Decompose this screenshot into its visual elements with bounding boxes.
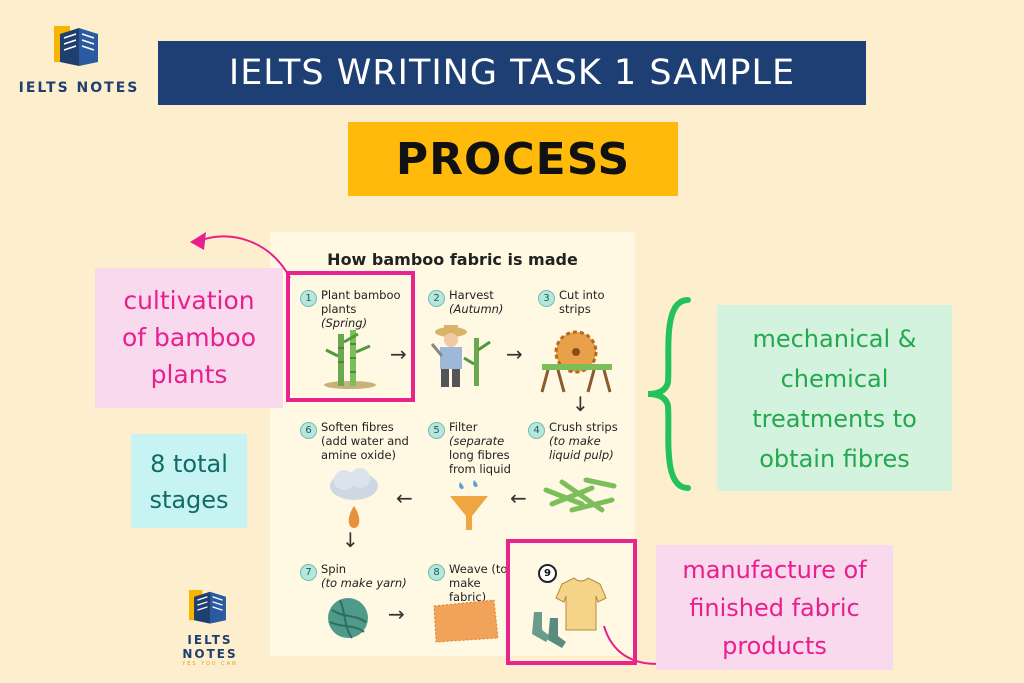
arrow-3-4: ↓: [572, 392, 589, 416]
book-logo-icon: [54, 26, 98, 66]
green-brace: [647, 297, 691, 491]
step-8-label: Weave (to make fabric): [449, 562, 508, 604]
step-7-number: 7: [300, 564, 317, 581]
arrow-6-7: ↓: [342, 528, 359, 552]
crushed-strips-icon: [543, 477, 617, 513]
bamboo-plant-icon: [324, 330, 376, 389]
step-5-number: 5: [428, 422, 445, 439]
highlight-frame-step-9: [506, 539, 637, 665]
annotation-manufacture: manufacture of finished fabric products: [656, 545, 893, 670]
arrow-1-2: →: [390, 342, 407, 366]
arrow-4-5: ←: [510, 486, 527, 510]
fabric-sheet-icon: [433, 599, 499, 643]
brand-tagline: YES YOU CAN: [182, 661, 238, 667]
funnel-filter-icon: [450, 480, 488, 530]
brand-name-bottom: IELTS NOTES: [182, 633, 238, 661]
step-8-number: 8: [428, 564, 445, 581]
book-logo-icon: [189, 590, 226, 624]
step-9-number: 9: [538, 564, 557, 583]
step-1-number: 1: [300, 290, 317, 307]
annotation-cultivation: cultivation of bamboo plants: [95, 268, 283, 408]
yarn-ball-icon: [328, 598, 368, 639]
arrow-7-8: →: [388, 602, 405, 626]
step-4-label: Crush strips(to make liquid pulp): [549, 420, 618, 462]
step-7-label: Spin(to make yarn): [321, 562, 407, 590]
step-2-label: Harvest(Autumn): [449, 288, 504, 316]
annotation-total-stages: 8 total stages: [131, 434, 247, 528]
title-banner: IELTS WRITING TASK 1 SAMPLE: [158, 41, 866, 105]
brand-name: IELTS NOTES: [18, 80, 140, 96]
logo-bottom: IELTS NOTES YES YOU CAN: [160, 585, 260, 667]
cloud-drop-icon: [330, 468, 378, 528]
step-2-number: 2: [428, 290, 445, 307]
step-3-number: 3: [538, 290, 555, 307]
clothing-products-icon: [532, 577, 607, 648]
highlight-frame-step-1: [286, 271, 415, 402]
step-6-label: Soften fibres(add water and amine oxide): [321, 420, 409, 462]
arrow-2-3: →: [506, 342, 523, 366]
annotation-mechanical-chemical: mechanical & chemical treatments to obta…: [717, 305, 952, 491]
process-banner: PROCESS: [348, 122, 678, 196]
saw-cutting-icon: [540, 330, 612, 393]
step-6-number: 6: [300, 422, 317, 439]
logo-top: IELTS NOTES: [14, 20, 144, 96]
step-4-number: 4: [528, 422, 545, 439]
diagram-title: How bamboo fabric is made: [327, 250, 578, 269]
process-diagram: How bamboo fabric is made 1 Plant bamboo…: [270, 232, 635, 656]
arrow-5-6: ←: [396, 486, 413, 510]
farmer-harvest-icon: [430, 325, 491, 387]
arrow-top-annotation: [190, 232, 291, 279]
